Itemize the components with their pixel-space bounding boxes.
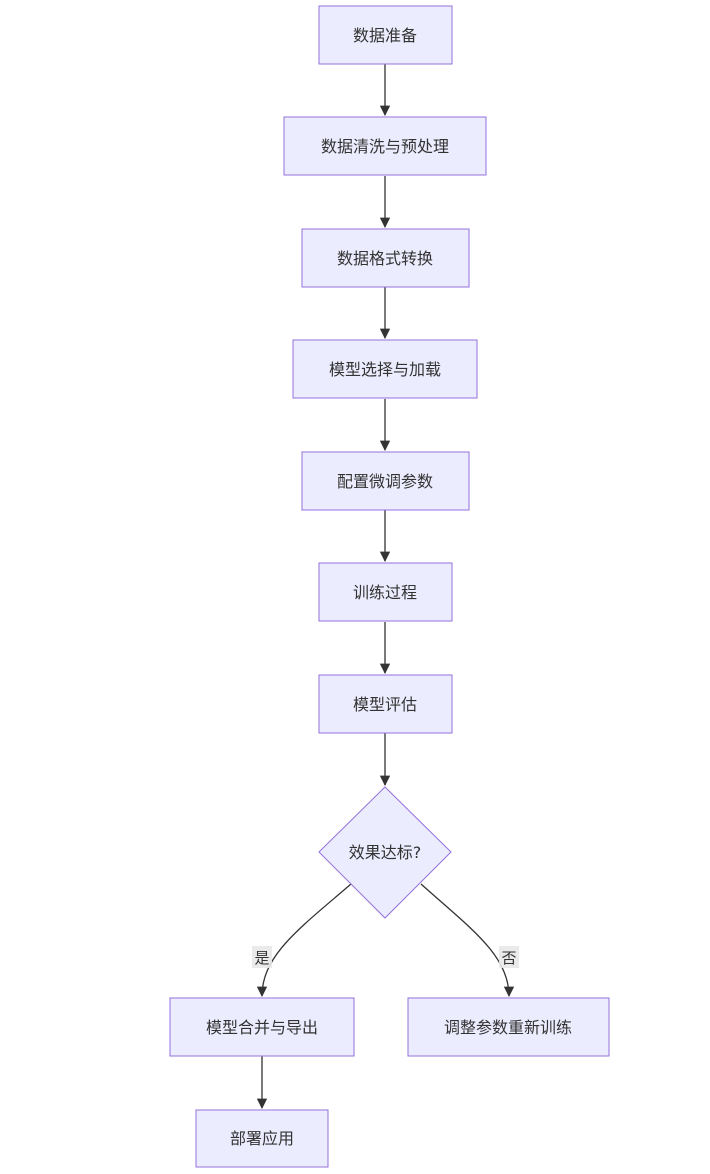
edge-label-yes-group: 是 bbox=[252, 946, 272, 968]
edges bbox=[256, 64, 515, 1110]
node-train-label: 训练过程 bbox=[353, 583, 417, 602]
node-convert-label: 数据格式转换 bbox=[337, 249, 433, 268]
node-train[interactable]: 训练过程 bbox=[318, 562, 453, 622]
node-merge-label: 模型合并与导出 bbox=[206, 1018, 318, 1037]
edge-decision-to-retrain bbox=[420, 883, 515, 998]
node-evaluate-label: 模型评估 bbox=[353, 695, 417, 714]
node-clean-label: 数据清洗与预处理 bbox=[321, 137, 449, 156]
node-deploy[interactable]: 部署应用 bbox=[195, 1109, 329, 1168]
node-retrain-label: 调整参数重新训练 bbox=[444, 1018, 572, 1037]
node-model-select-label: 模型选择与加载 bbox=[329, 360, 441, 379]
edge-decision-to-merge bbox=[256, 883, 352, 998]
node-deploy-label: 部署应用 bbox=[230, 1129, 294, 1148]
node-convert[interactable]: 数据格式转换 bbox=[301, 228, 470, 288]
node-clean[interactable]: 数据清洗与预处理 bbox=[283, 116, 487, 176]
node-evaluate[interactable]: 模型评估 bbox=[318, 674, 453, 734]
edge-label-no-group: 否 bbox=[499, 946, 519, 968]
edge-label-no: 否 bbox=[501, 949, 516, 967]
node-decision[interactable]: 效果达标? bbox=[318, 786, 452, 919]
node-config[interactable]: 配置微调参数 bbox=[301, 451, 470, 511]
node-retrain[interactable]: 调整参数重新训练 bbox=[407, 997, 610, 1057]
node-merge[interactable]: 模型合并与导出 bbox=[169, 997, 355, 1057]
node-prepare-label: 数据准备 bbox=[353, 26, 417, 45]
node-decision-label: 效果达标? bbox=[349, 843, 422, 862]
node-prepare[interactable]: 数据准备 bbox=[318, 5, 453, 65]
edge-label-yes: 是 bbox=[254, 949, 269, 967]
node-model-select[interactable]: 模型选择与加载 bbox=[292, 339, 478, 399]
node-config-label: 配置微调参数 bbox=[337, 472, 433, 491]
